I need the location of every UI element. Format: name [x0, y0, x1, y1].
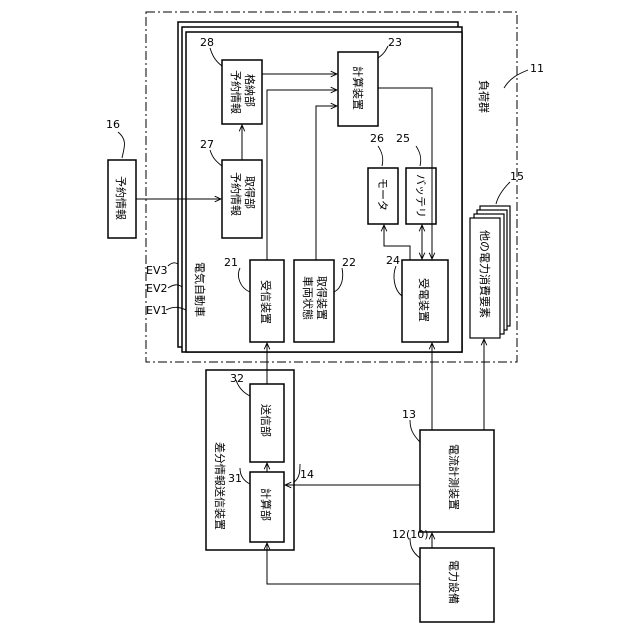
- ref-23: 23: [388, 36, 402, 49]
- calculation-device-label: 計算装置: [351, 66, 365, 110]
- ev-title: 電気自動車: [193, 262, 207, 317]
- power-receiving-label: 受電装置: [417, 278, 430, 322]
- current-meter-label: 電流計測装置: [447, 444, 461, 510]
- leader-12: [410, 538, 420, 558]
- leader-ev3: [168, 263, 178, 266]
- ref-24: 24: [386, 254, 400, 267]
- calculation-unit-label: 計算部: [259, 488, 273, 521]
- ref-12: 12(10): [392, 528, 429, 541]
- other-loads-label: 他の電力消費要素: [478, 230, 492, 318]
- reservation-storage-line2: 格納部: [243, 74, 257, 107]
- reservation-info-label: 予約情報: [114, 176, 128, 220]
- ref-31: 31: [228, 472, 242, 485]
- ref-26: 26: [370, 132, 384, 145]
- leader-15: [496, 182, 510, 204]
- ref-11: 11: [530, 62, 544, 75]
- ref-22: 22: [342, 256, 356, 269]
- leader-11: [504, 70, 528, 88]
- load-group-label: 負荷群: [477, 80, 491, 113]
- reservation-acquisition-line1: 予約情報: [229, 172, 243, 216]
- ref-27: 27: [200, 138, 214, 151]
- ref-21: 21: [224, 256, 238, 269]
- transmitter-unit-label: 送信部: [259, 404, 273, 437]
- motor-label: モータ: [376, 178, 389, 211]
- ev2-label: EV2: [146, 282, 167, 295]
- ref-14: 14: [300, 468, 314, 481]
- leader-13: [410, 420, 420, 442]
- ref-32: 32: [230, 372, 244, 385]
- ref-16: 16: [106, 118, 120, 131]
- reservation-acquisition-line2: 取得部: [243, 176, 257, 209]
- vehicle-state-line2: 取得装置: [315, 276, 328, 320]
- ev3-label: EV3: [146, 264, 167, 277]
- vehicle-state-line1: 車両状態: [301, 276, 315, 320]
- ref-25: 25: [396, 132, 410, 145]
- ref-13: 13: [402, 408, 416, 421]
- battery-label: バッテリ: [414, 174, 427, 218]
- diff-info-transmitter-label: 差分情報送信装置: [213, 442, 227, 530]
- leader-16: [118, 132, 125, 158]
- reservation-storage-line1: 予約情報: [229, 70, 243, 114]
- ref-28: 28: [200, 36, 214, 49]
- ev1-label: EV1: [146, 304, 167, 317]
- power-facility-label: 電力設備: [447, 560, 461, 604]
- receiving-device-label: 受信装置: [259, 280, 272, 324]
- ref-15: 15: [510, 170, 524, 183]
